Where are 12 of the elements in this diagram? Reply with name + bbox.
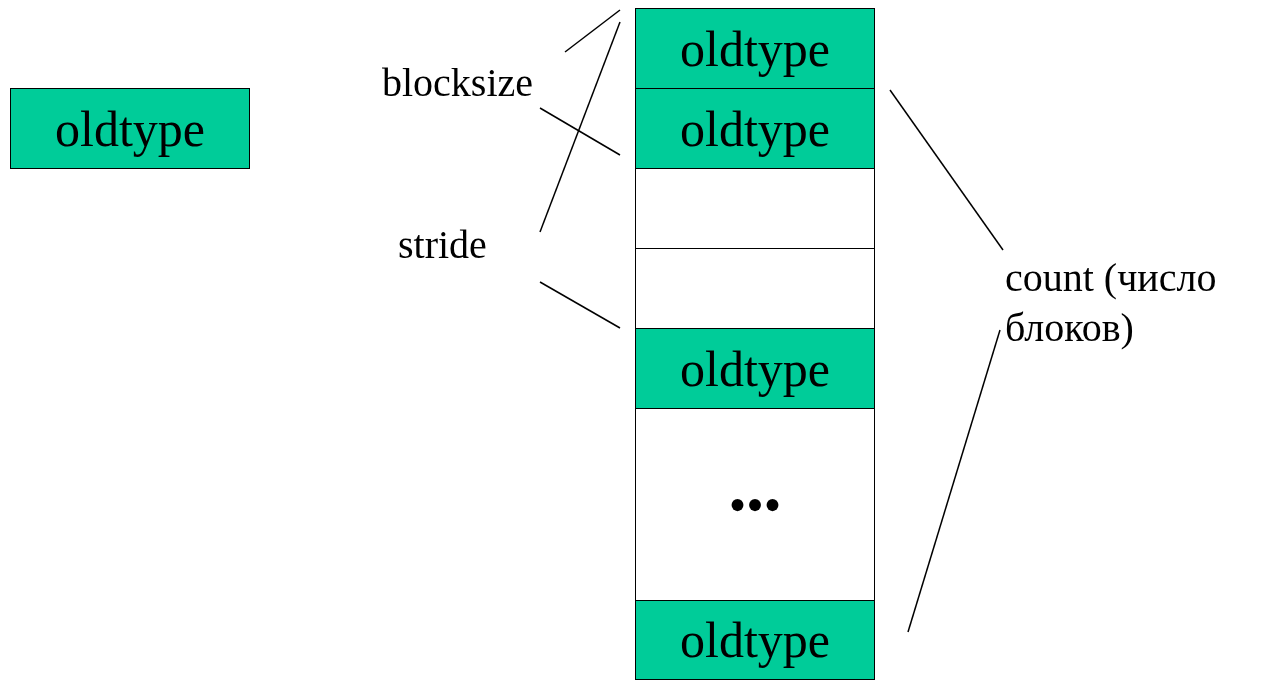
bracket-label: count (число блоков) [1005, 254, 1218, 352]
memory-cell [635, 8, 875, 89]
bracket-label: stride [398, 221, 487, 269]
memory-cell [635, 328, 875, 409]
memory-cell [635, 600, 875, 680]
type-box [10, 88, 250, 169]
memory-cell [635, 408, 875, 601]
cell-label: ••• [728, 479, 782, 530]
memory-cell [635, 88, 875, 169]
empty-cell [635, 248, 875, 329]
bracket-label: blocksize [382, 59, 534, 107]
empty-cell [635, 168, 875, 249]
